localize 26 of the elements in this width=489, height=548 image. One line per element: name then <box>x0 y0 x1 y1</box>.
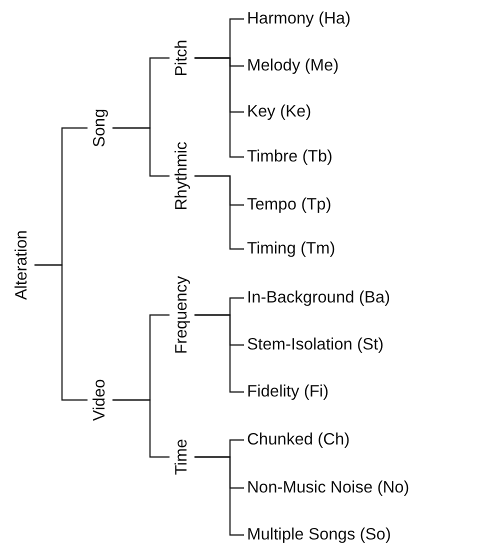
tree-connector <box>112 399 170 458</box>
category-label: Video <box>90 379 110 421</box>
leaf-label: In-Background (Ba) <box>247 288 390 308</box>
tree-connector <box>34 264 88 401</box>
category-label: Alteration <box>12 230 32 300</box>
leaf-label: Timing (Tm) <box>247 240 336 258</box>
tree-connector <box>194 57 244 158</box>
leaf-label: Harmony (Ha) <box>247 10 351 28</box>
leaf-label: Non-Music Noise (No) <box>247 478 410 498</box>
category-label: Rhythmic <box>172 142 192 210</box>
tree-connector <box>194 456 244 536</box>
tree-connector <box>112 127 170 177</box>
leaf-label: Key (Ke) <box>247 102 312 122</box>
category-label: Time <box>172 438 192 476</box>
category-label: Pitch <box>172 40 192 76</box>
category-label: Frequency <box>172 276 192 354</box>
leaf-label: Melody (Me) <box>247 56 339 76</box>
category-label: Song <box>90 108 110 148</box>
leaf-label: Timbre (Tb) <box>247 148 333 166</box>
leaf-label: Tempo (Tp) <box>247 196 332 214</box>
tree-connector <box>194 314 244 393</box>
leaf-label: Stem-Isolation (St) <box>247 336 384 354</box>
leaf-label: Multiple Songs (So) <box>247 526 391 544</box>
leaf-label: Chunked (Ch) <box>247 430 350 450</box>
tree-connector <box>194 175 244 250</box>
leaf-label: Fidelity (Fi) <box>247 382 329 402</box>
